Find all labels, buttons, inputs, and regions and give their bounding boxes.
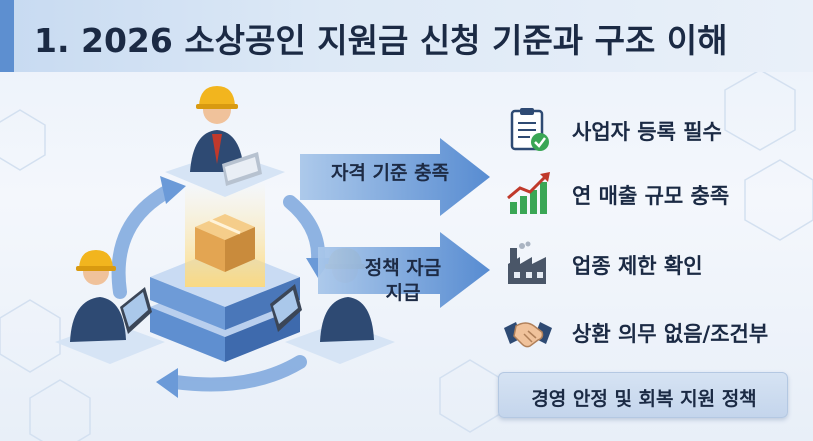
criteria-label: 업종 제한 확인 [572,254,703,278]
criteria-label: 사업자 등록 필수 [572,120,722,144]
arrow-top-label: 자격 기준 충족 [330,162,450,184]
handshake-icon [504,322,552,348]
title-bar: 1. 2026 소상공인 지원금 신청 기준과 구조 이해 [0,0,813,72]
criteria-item-registration: 사업자 등록 필수 [498,102,808,158]
worker-top [165,86,285,197]
policy-footer-badge: 경영 안정 및 회복 지원 정책 [498,372,788,418]
factory-icon [508,241,546,284]
criteria-label: 상환 의무 없음/조건부 [572,322,769,346]
rising-bar-chart-icon [507,172,550,214]
page-title: 1. 2026 소상공인 지원금 신청 기준과 구조 이해 [34,21,728,60]
arrow-bottom-label-line2: 지급 [385,282,421,304]
criteria-item-industry: 업종 제한 확인 [498,236,808,292]
criteria-item-revenue: 연 매출 규모 충족 [498,166,808,222]
arrow-funding [318,232,490,308]
title-accent-stripe [0,0,14,72]
checklist-clipboard-icon [510,108,549,151]
criteria-label: 연 매출 규모 충족 [572,184,730,208]
package-box-icon [195,214,255,272]
worker-left [55,250,165,364]
arrow-bottom-label: 정책 자금 지급 [328,256,478,306]
arrow-bottom-label-line1: 정책 자금 [364,257,442,279]
policy-footer-label: 경영 안정 및 회복 지원 정책 [531,388,757,410]
support-cycle-illustration [55,86,490,398]
arrow-qualification [300,138,490,216]
criteria-item-repayment: 상환 의무 없음/조건부 [498,304,808,360]
